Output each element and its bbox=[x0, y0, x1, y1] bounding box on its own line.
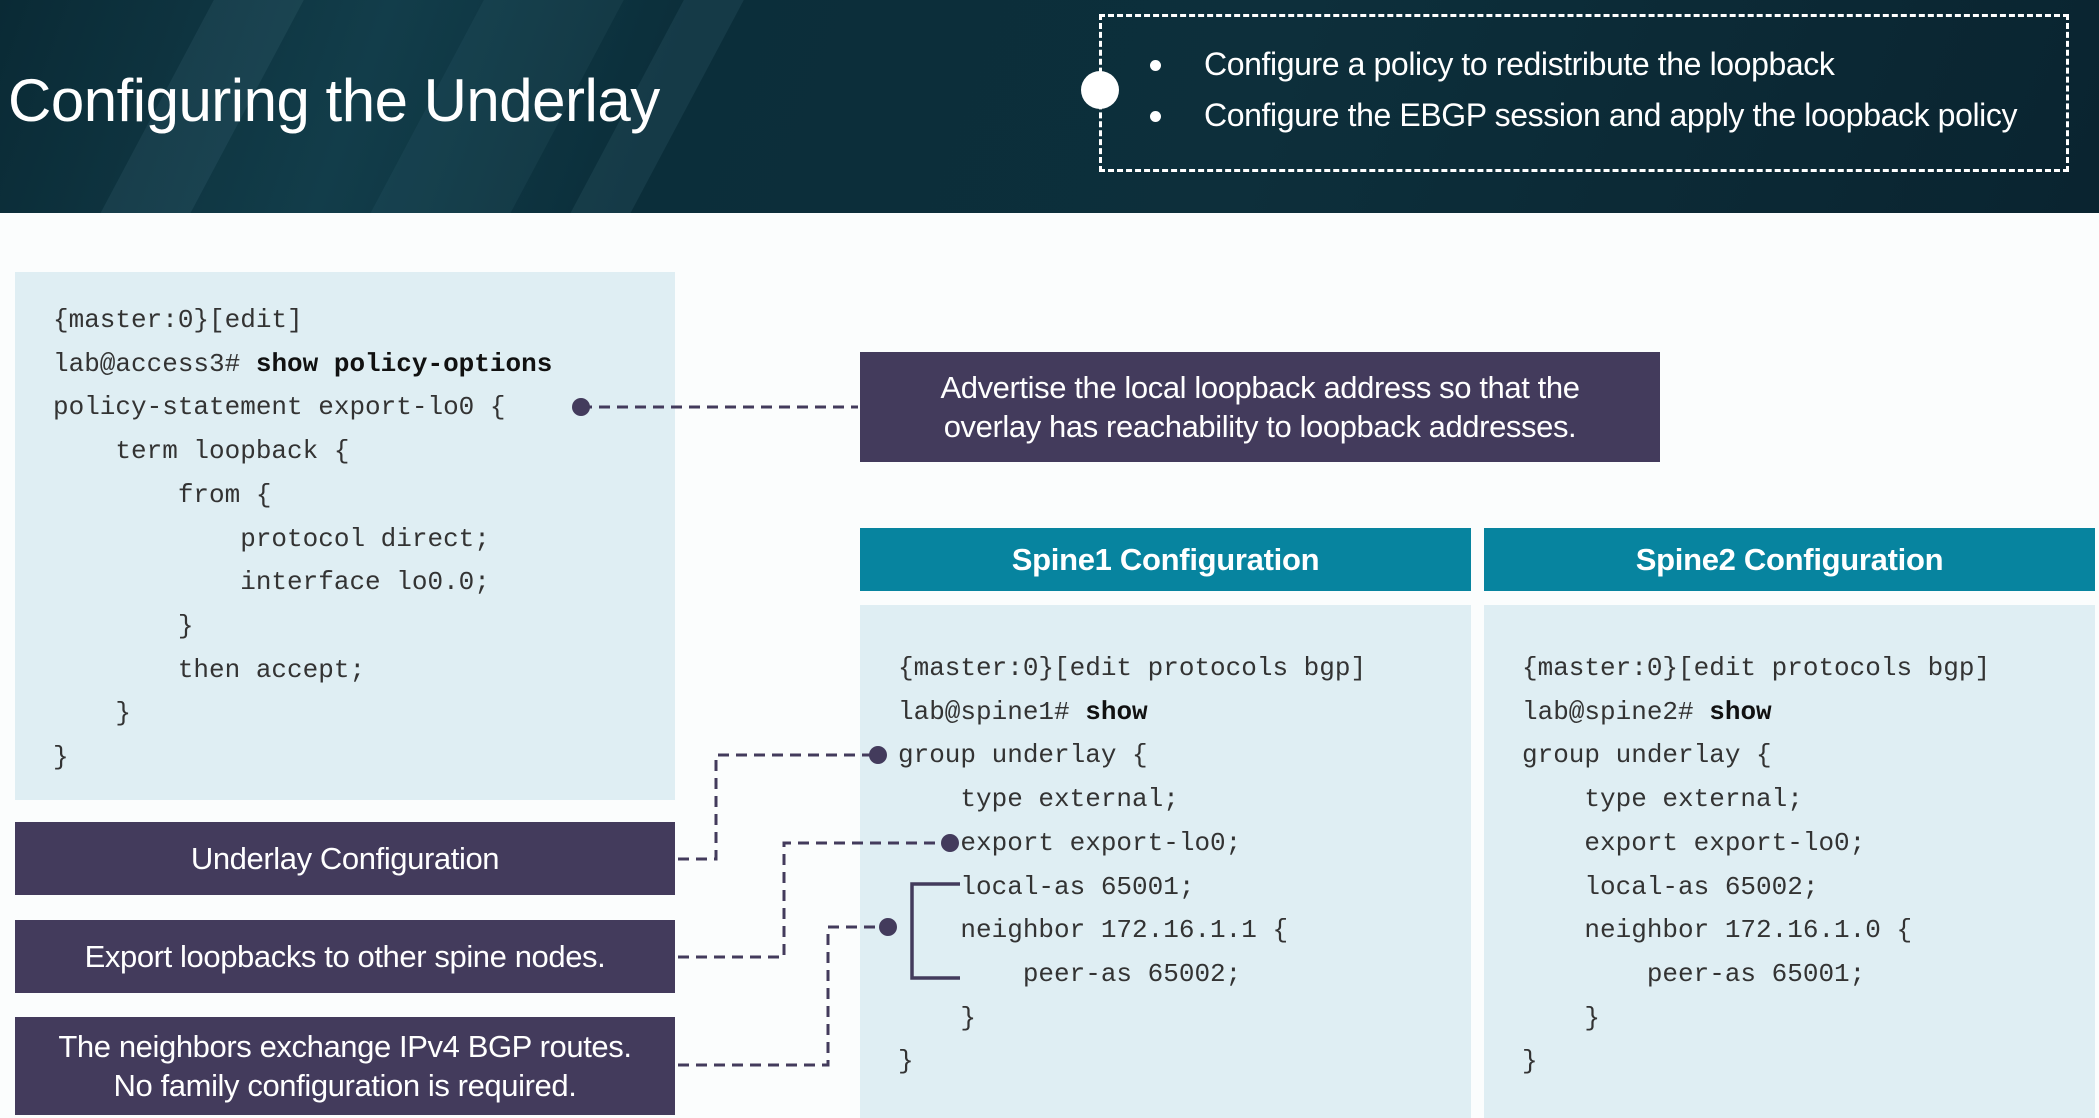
code-line: policy-statement export-lo0 { bbox=[53, 392, 506, 423]
code-line: peer-as 65002; bbox=[898, 958, 1242, 989]
underlay-connector bbox=[678, 753, 878, 861]
code-line: {master:0}[edit protocols bgp] bbox=[1522, 653, 1991, 683]
spine2-header: Spine2 Configuration bbox=[1484, 528, 2095, 591]
access3-code-panel: {master:0}[edit] lab@access3# show policy… bbox=[15, 272, 675, 800]
underlay-configuration-label: Underlay Configuration bbox=[15, 822, 675, 895]
code-line: neighbor 172.16.1.1 { bbox=[898, 915, 1289, 946]
code-line: } bbox=[898, 1046, 914, 1077]
code-line: protocol direct; bbox=[53, 523, 490, 554]
code-line: group underlay { bbox=[898, 740, 1148, 771]
access3-code: {master:0}[edit] lab@access3# show policy… bbox=[53, 299, 552, 780]
code-line: type external; bbox=[898, 784, 1179, 815]
code-line: {master:0}[edit] bbox=[53, 305, 303, 335]
objectives-marker bbox=[1081, 71, 1119, 109]
code-line: } bbox=[53, 742, 69, 773]
objective-item: Configure the EBGP session and apply the… bbox=[1150, 93, 2017, 144]
code-line: neighbor 172.16.1.0 { bbox=[1522, 915, 1913, 946]
objectives-list: Configure a policy to redistribute the l… bbox=[1150, 42, 2017, 144]
connector-dot bbox=[879, 918, 897, 936]
code-line: term loopback { bbox=[53, 436, 350, 467]
slide-title: Configuring the Underlay bbox=[8, 67, 660, 134]
spine1-code: {master:0}[edit protocols bgp] lab@spine1… bbox=[898, 647, 1366, 1084]
command: show policy-options bbox=[255, 348, 553, 379]
code-line: } bbox=[53, 698, 132, 729]
neighbors-connector bbox=[678, 925, 885, 1067]
code-line: interface lo0.0; bbox=[53, 567, 490, 598]
code-line: } bbox=[1522, 1002, 1601, 1033]
code-line: type external; bbox=[1522, 784, 1803, 815]
code-line: {master:0}[edit protocols bgp] bbox=[898, 653, 1367, 683]
code-line: lab@spine1# show bbox=[898, 691, 1366, 735]
code-line: export export-lo0; bbox=[1522, 827, 1866, 858]
code-line: from { bbox=[53, 479, 272, 510]
spine2-code: {master:0}[edit protocols bgp] lab@spine2… bbox=[1522, 647, 1990, 1084]
neighbors-exchange-label: The neighbors exchange IPv4 BGP routes. … bbox=[15, 1017, 675, 1115]
code-line: then accept; bbox=[53, 654, 366, 685]
objective-item: Configure a policy to redistribute the l… bbox=[1150, 42, 2017, 93]
code-line: group underlay { bbox=[1522, 740, 1772, 771]
code-line: } bbox=[53, 610, 194, 641]
prompt: lab@spine1# bbox=[898, 696, 1070, 727]
prompt: lab@spine2# bbox=[1522, 696, 1694, 727]
command: show bbox=[1709, 696, 1772, 727]
export-connector bbox=[678, 841, 950, 959]
connector-dot bbox=[869, 746, 887, 764]
code-line: local-as 65002; bbox=[1522, 871, 1819, 902]
code-line: lab@spine2# show bbox=[1522, 691, 1990, 735]
spine2-code-panel: {master:0}[edit protocols bgp] lab@spine2… bbox=[1484, 605, 2095, 1118]
code-line: lab@access3# show policy-options bbox=[53, 343, 552, 387]
code-line: } bbox=[898, 1002, 977, 1033]
code-line: peer-as 65001; bbox=[1522, 958, 1866, 989]
command: show bbox=[1085, 696, 1148, 727]
spine1-header: Spine1 Configuration bbox=[860, 528, 1471, 591]
export-loopbacks-label: Export loopbacks to other spine nodes. bbox=[15, 920, 675, 993]
code-line: export export-lo0; bbox=[898, 827, 1242, 858]
neighbors-label-line: The neighbors exchange IPv4 BGP routes. bbox=[58, 1029, 632, 1064]
slide-header: Configuring the Underlay Configure a pol… bbox=[0, 0, 2099, 213]
neighbors-label-line: No family configuration is required. bbox=[113, 1068, 577, 1103]
connector-dot bbox=[572, 398, 590, 416]
prompt: lab@access3# bbox=[53, 348, 241, 379]
connector-dot bbox=[941, 834, 959, 852]
spine1-code-panel: {master:0}[edit protocols bgp] lab@spine1… bbox=[860, 605, 1471, 1118]
neighbor-bracket bbox=[910, 882, 960, 980]
code-line: } bbox=[1522, 1046, 1538, 1077]
code-line: local-as 65001; bbox=[898, 871, 1195, 902]
loopback-callout: Advertise the local loopback address so … bbox=[860, 352, 1660, 462]
